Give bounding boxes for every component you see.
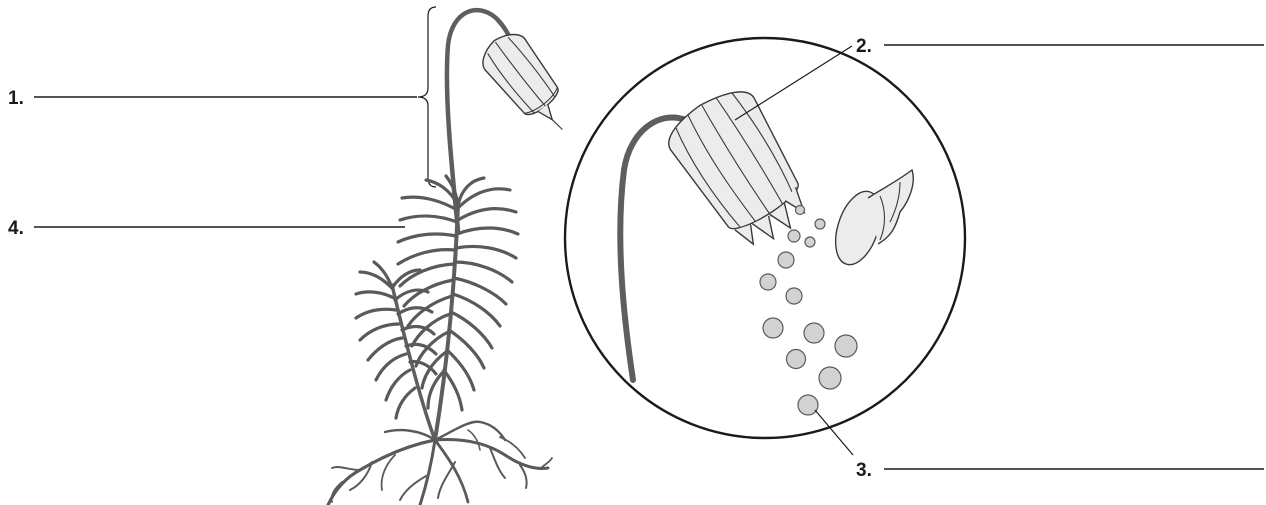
label-3-group: 3. [856,460,1264,481]
moss-main-stem [435,205,458,440]
label-2-number: 2. [856,36,872,57]
magnifier-circle [565,38,965,438]
moss-capsule [474,25,583,144]
moss-rhizoids [328,422,552,505]
label-1-group: 1. [8,7,436,187]
magnified-view [565,38,965,455]
label-1-number: 1. [8,88,24,109]
label-1-bracket [418,7,436,187]
label-2-group: 2. [856,36,1264,57]
label-4-number: 4. [8,218,24,239]
label-3-number: 3. [856,460,872,481]
moss-plant [328,10,583,505]
side-stem-leaves [356,262,436,418]
label-4-group: 4. [8,218,405,239]
